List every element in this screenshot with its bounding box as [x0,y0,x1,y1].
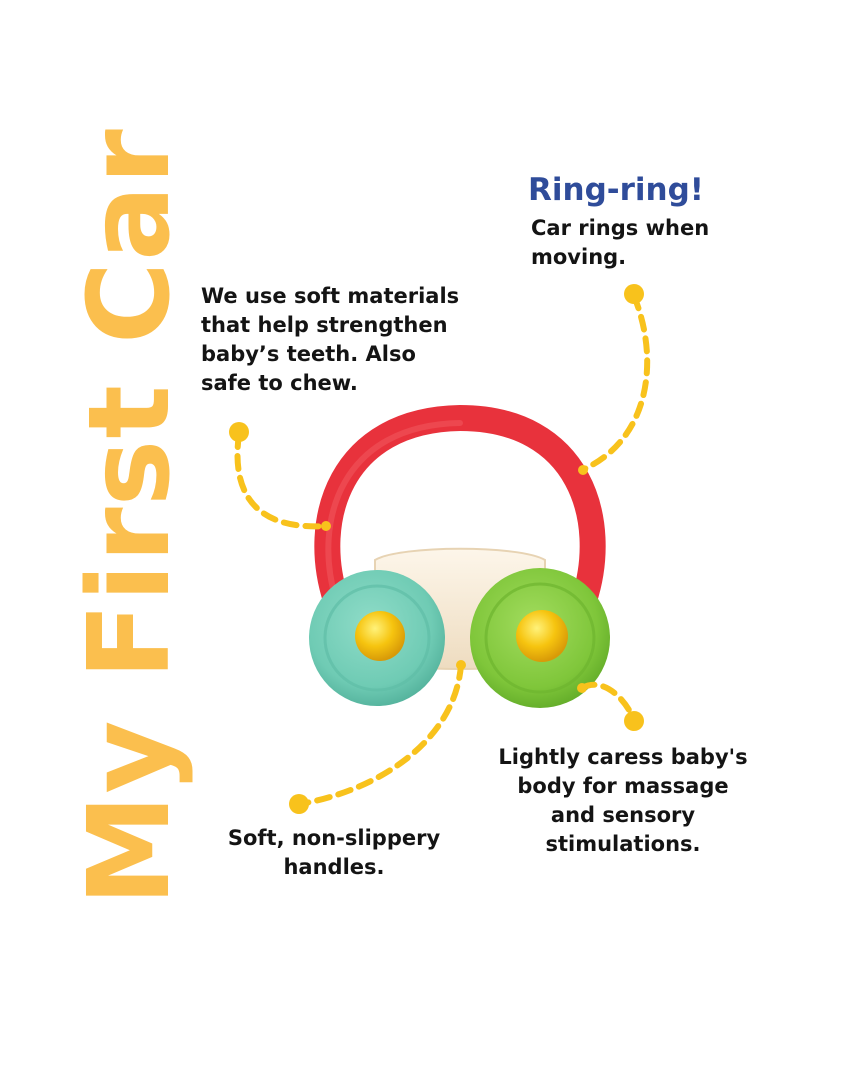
green-hub [516,610,568,662]
ring-line: Car rings when [531,216,710,240]
materials-leader-line [234,431,329,530]
massage-leader-dot [624,711,644,731]
materials-leader-dot [229,422,249,442]
ring-line: moving. [531,245,627,269]
handles-leader-line [297,662,464,807]
massage-line: body for massage [517,774,729,798]
materials-line: baby’s teeth. Also [201,342,416,366]
materials-line: safe to chew. [201,371,358,395]
massage-callout: Lightly caress baby's body for massage a… [492,743,754,859]
materials-line: that help strengthen [201,313,448,337]
teal-hub [355,611,405,661]
massage-line: and sensory [550,803,696,827]
handles-line: Soft, non-slippery [227,826,441,850]
materials-line: We use soft materials [201,284,460,308]
ring-leader-line [579,293,651,473]
materials-callout: We use soft materials that help strength… [201,282,459,398]
handles-line: handles. [283,855,385,879]
massage-leader-line [579,681,637,723]
ring-leader-dot [624,284,644,304]
massage-line: stimulations. [545,832,701,856]
ring-callout: Car rings when moving. [531,214,709,272]
handles-leader-dot [289,794,309,814]
ring-heading: Ring-ring! [528,172,704,208]
handles-callout: Soft, non-slippery handles. [218,824,450,882]
massage-line: Lightly caress baby's [498,745,748,769]
